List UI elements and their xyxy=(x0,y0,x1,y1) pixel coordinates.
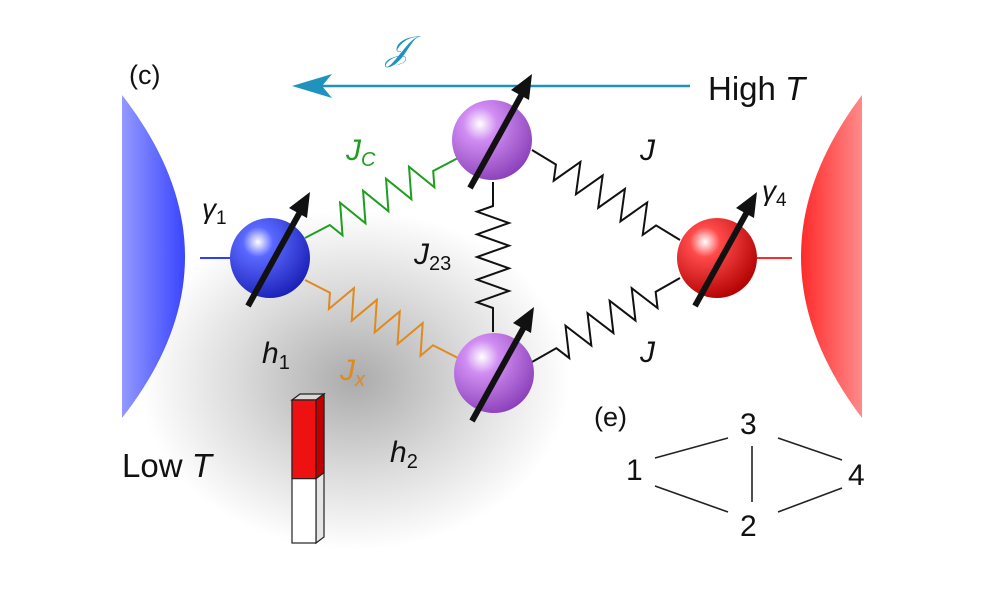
edge-1-2 xyxy=(654,485,729,513)
high-t-label: High T xyxy=(708,70,808,107)
current-arrow xyxy=(292,74,690,98)
spin-4 xyxy=(677,192,757,308)
graph-node-1: 1 xyxy=(626,454,643,487)
gamma1-label: γ1 xyxy=(202,193,227,229)
graph-inset xyxy=(654,437,843,513)
spring-j23 xyxy=(474,182,512,332)
spin-1-ball xyxy=(230,218,310,298)
panel-label-e: (e) xyxy=(594,402,627,432)
edge-3-4 xyxy=(777,437,843,461)
spin-1 xyxy=(230,192,310,308)
edge-1-3 xyxy=(654,437,729,459)
jc-label: JC xyxy=(345,134,376,171)
spin-2 xyxy=(452,74,532,190)
meter-fill xyxy=(291,399,317,480)
spin-1-arrow-icon xyxy=(245,210,303,308)
spring-jx xyxy=(304,279,459,359)
spring-j-bottom xyxy=(531,277,681,363)
spin-3-ball xyxy=(454,333,534,413)
j-bottom-label: J xyxy=(639,336,656,369)
spring-jc xyxy=(304,157,459,239)
jx-label: Jx xyxy=(339,354,366,391)
graph-node-3: 3 xyxy=(740,408,757,441)
spin-2-ball xyxy=(452,100,532,180)
cold-bath xyxy=(122,95,185,418)
gamma4-label: γ4 xyxy=(762,175,787,211)
spin-4-ball xyxy=(677,218,757,298)
spin-3 xyxy=(454,307,534,423)
graph-node-2: 2 xyxy=(740,510,757,543)
h2-label: h2 xyxy=(390,436,418,473)
current-label: 𝒥 xyxy=(384,30,421,68)
spin-3-arrow-icon xyxy=(469,325,527,423)
shadow-backdrop xyxy=(140,210,570,550)
panel-label-c: (c) xyxy=(129,60,160,90)
h1-label: h1 xyxy=(262,337,290,374)
j-top-label: J xyxy=(639,134,656,167)
low-t-label: Low T xyxy=(122,447,215,484)
spin-2-arrow-icon xyxy=(467,92,525,190)
edge-2-4 xyxy=(777,487,843,513)
hot-bath xyxy=(801,95,862,418)
j23-label: J23 xyxy=(413,238,451,275)
graph-node-4: 4 xyxy=(848,459,865,492)
spin-4-arrow-icon xyxy=(692,210,750,308)
spring-j-top xyxy=(531,149,681,241)
field-meter xyxy=(290,392,326,545)
